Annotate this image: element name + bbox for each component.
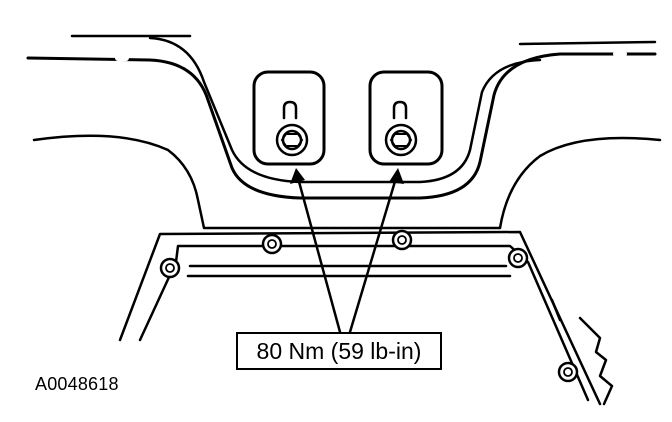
flange-bolt-far-left-center bbox=[165, 263, 175, 273]
flange-bolt-lower-right bbox=[557, 361, 579, 383]
engine-upper-contour bbox=[26, 52, 657, 200]
right-bracket bbox=[578, 316, 614, 406]
right-bolt-hex bbox=[389, 133, 413, 147]
flange-bolt-center bbox=[391, 229, 413, 251]
flange-bolt-right bbox=[507, 247, 529, 269]
oil-pan-flange-rail bbox=[186, 264, 512, 278]
flange-bolt-far-left bbox=[159, 257, 181, 279]
left-leader-line bbox=[296, 176, 342, 334]
left-arrow-head bbox=[290, 168, 305, 184]
engine-accent-line-right bbox=[518, 40, 657, 46]
torque-callout-box: 80 Nm (59 lb-in) bbox=[236, 332, 442, 370]
oil-pan-flange-inner bbox=[138, 244, 590, 402]
engine-upper-contour-break bbox=[115, 51, 627, 61]
left-mount-pad bbox=[252, 70, 326, 166]
flange-bolt-center-center bbox=[397, 235, 407, 245]
left-bolt-slot bbox=[282, 100, 298, 120]
flange-bolt-left-center bbox=[267, 239, 277, 249]
right-leader-line bbox=[348, 176, 398, 334]
torque-callout-label: 80 Nm (59 lb-in) bbox=[256, 337, 422, 364]
figure-id-label: A0048618 bbox=[35, 374, 119, 394]
right-lower-edge bbox=[550, 298, 562, 322]
flange-bolt-right-center bbox=[513, 253, 523, 263]
right-mount-pad bbox=[368, 70, 444, 166]
flange-bolt-lower-right-center bbox=[563, 367, 573, 377]
left-bolt-hex bbox=[280, 133, 304, 147]
engine-lower-contour bbox=[32, 134, 662, 230]
right-arrow-head bbox=[389, 168, 404, 184]
flange-bolt-left bbox=[261, 233, 283, 255]
right-bolt-slot bbox=[392, 100, 408, 120]
